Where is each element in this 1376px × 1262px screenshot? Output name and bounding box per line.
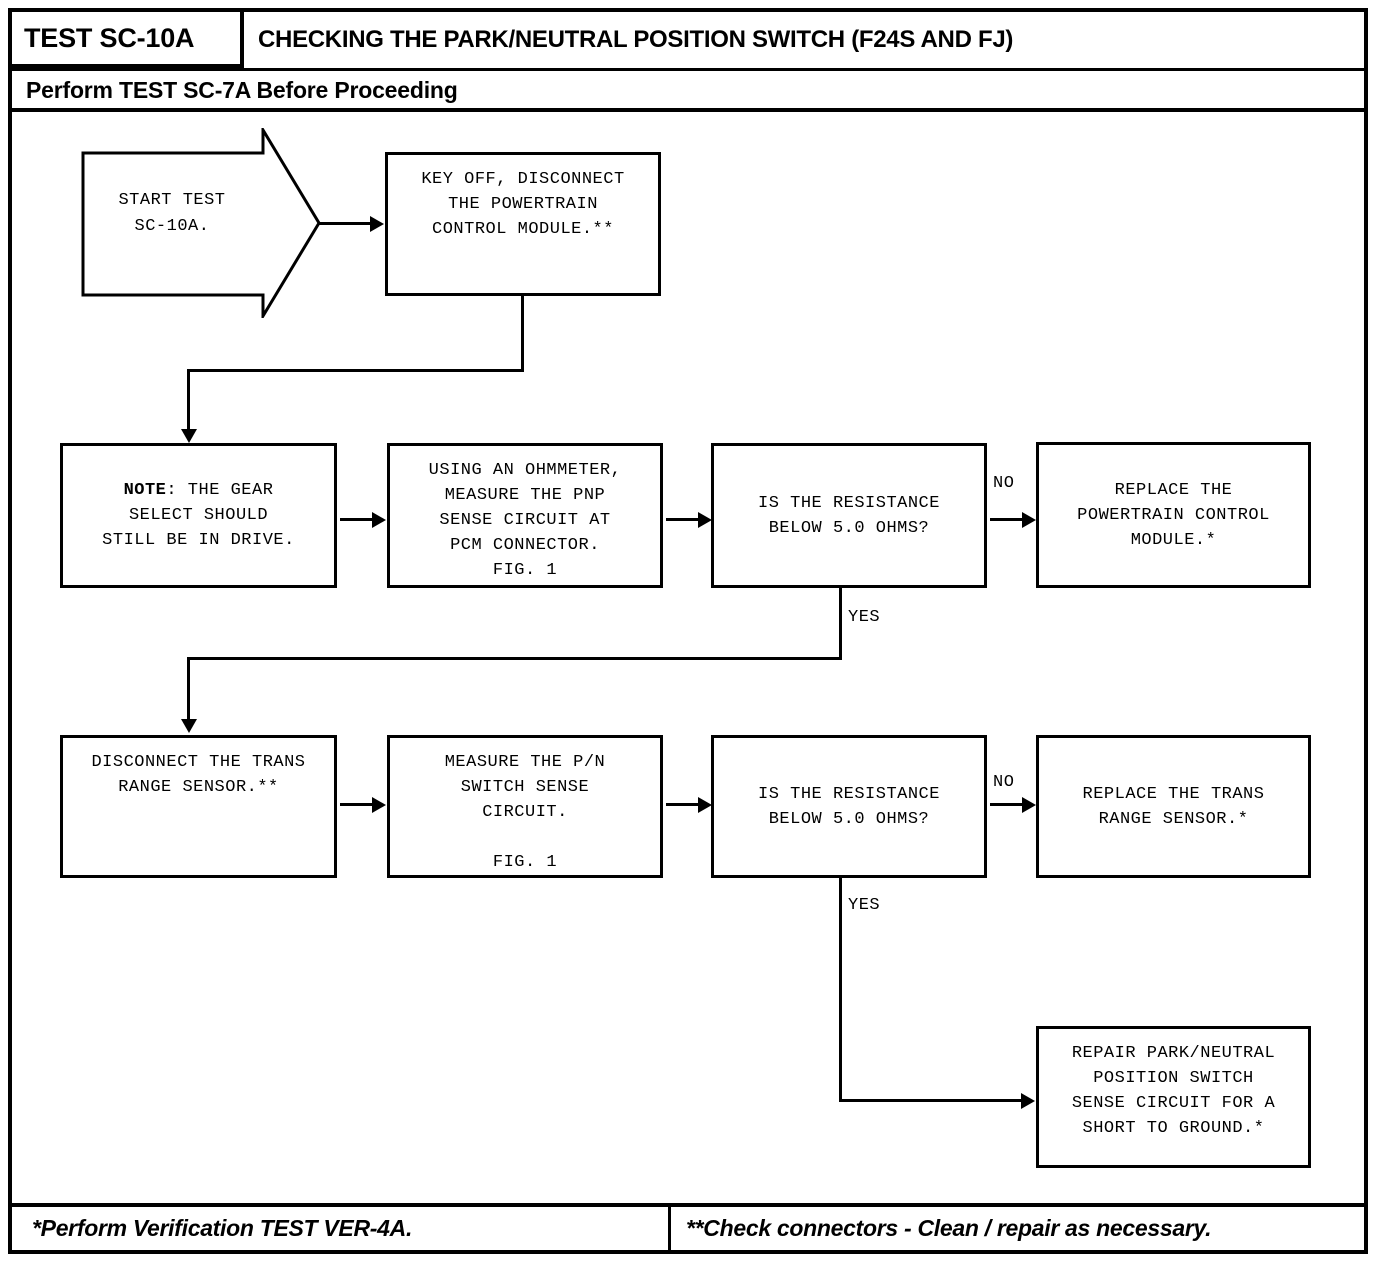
- node-replace-powertrain-control-module: REPLACE THE POWERTRAIN CONTROL MODULE.*: [1036, 442, 1311, 588]
- edge-label-no-2: NO: [993, 773, 1015, 792]
- connector-note-to-measure-pnp: [340, 518, 373, 521]
- arrowhead-keyoff-to-note: [181, 429, 197, 443]
- arrowhead-decision2-no: [1022, 797, 1036, 813]
- replace-pcm-text: REPLACE THE POWERTRAIN CONTROL MODULE.*: [1077, 480, 1270, 550]
- note-prefix: NOTE: [123, 481, 167, 500]
- node-decision-resistance-1: IS THE RESISTANCE BELOW 5.0 OHMS?: [711, 443, 987, 588]
- connector-decision2-no: [990, 803, 1028, 806]
- replace-trs-text: REPLACE THE TRANS RANGE SENSOR.*: [1082, 784, 1265, 829]
- footer-note-verification: *Perform Verification TEST VER-4A.: [32, 1215, 413, 1241]
- page-title: CHECKING THE PARK/NEUTRAL POSITION SWITC…: [258, 26, 1014, 53]
- start-arrow-shape: [81, 128, 321, 318]
- node-key-off-disconnect-pcm: KEY OFF, DISCONNECT THE POWERTRAIN CONTR…: [385, 152, 661, 296]
- test-id-label: TEST SC-10A: [24, 22, 195, 53]
- node-measure-pnp-sense-circuit: USING AN OHMMETER, MEASURE THE PNP SENSE…: [387, 443, 663, 588]
- connector-start-to-keyoff: [318, 222, 370, 225]
- arrowhead-measure-pn-to-decision2: [698, 797, 712, 813]
- edge-label-no-1: NO: [993, 474, 1015, 493]
- footer-band: [12, 1203, 1364, 1250]
- node-measure-pn-switch-sense-circuit: MEASURE THE P/N SWITCH SENSE CIRCUIT. FI…: [387, 735, 663, 878]
- edge-label-yes-1: YES: [848, 608, 881, 627]
- test-id-box: TEST SC-10A: [12, 12, 244, 68]
- node-disconnect-trans-range-sensor: DISCONNECT THE TRANS RANGE SENSOR.**: [60, 735, 337, 878]
- connector-keyoff-left: [187, 369, 524, 372]
- arrowhead-start-to-keyoff: [370, 216, 384, 232]
- node-replace-trans-range-sensor: REPLACE THE TRANS RANGE SENSOR.*: [1036, 735, 1311, 878]
- footer-divider: [668, 1207, 671, 1250]
- connector-decision1-no: [990, 518, 1028, 521]
- arrowhead-decision2-yes-to-repair: [1021, 1093, 1035, 1109]
- footer-note-connectors: **Check connectors - Clean / repair as n…: [686, 1215, 1212, 1241]
- connector-measure-pn-to-decision2: [666, 803, 699, 806]
- connector-decision1-yes-down: [839, 588, 842, 660]
- node-repair-park-neutral-sense-circuit: REPAIR PARK/NEUTRAL POSITION SWITCH SENS…: [1036, 1026, 1311, 1168]
- arrowhead-disconnect-to-measure-pn: [372, 797, 386, 813]
- connector-decision1-yes-to-row2: [187, 657, 190, 721]
- arrowhead-decision1-no: [1022, 512, 1036, 528]
- page-subtitle: Perform TEST SC-7A Before Proceeding: [26, 76, 458, 103]
- decision-1-text: IS THE RESISTANCE BELOW 5.0 OHMS?: [758, 493, 940, 538]
- decision-2-text: IS THE RESISTANCE BELOW 5.0 OHMS?: [758, 784, 940, 829]
- arrowhead-measure-pnp-to-decision1: [698, 512, 712, 528]
- arrowhead-decision1-yes-to-row2: [181, 719, 197, 733]
- connector-decision2-yes-right: [839, 1099, 1023, 1102]
- connector-measure-pnp-to-decision1: [666, 518, 699, 521]
- connector-decision1-yes-left: [187, 657, 842, 660]
- connector-disconnect-to-measure-pn: [340, 803, 373, 806]
- header-band-subtitle: [12, 68, 1364, 112]
- connector-keyoff-to-note: [187, 369, 190, 431]
- arrowhead-note-to-measure-pnp: [372, 512, 386, 528]
- note-body: : THE GEAR SELECT SHOULD STILL BE IN DRI…: [102, 481, 295, 550]
- page-border: [8, 8, 1368, 1254]
- edge-label-yes-2: YES: [848, 896, 881, 915]
- node-note-gear-select: NOTE: THE GEAR SELECT SHOULD STILL BE IN…: [60, 443, 337, 588]
- start-node-label: START TEST SC-10A.: [118, 191, 226, 236]
- connector-keyoff-down: [521, 296, 524, 372]
- node-decision-resistance-2: IS THE RESISTANCE BELOW 5.0 OHMS?: [711, 735, 987, 878]
- connector-decision2-yes-down: [839, 878, 842, 1102]
